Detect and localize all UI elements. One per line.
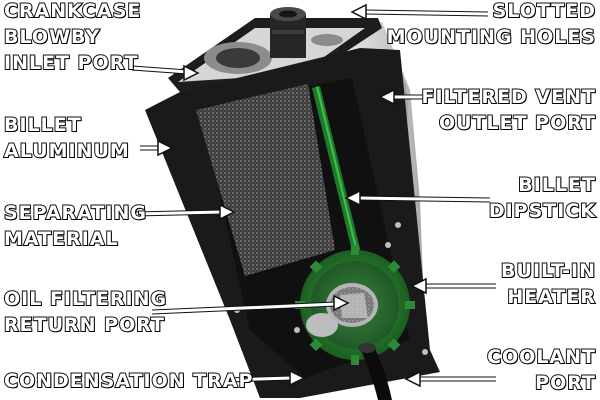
arrow-condensation bbox=[225, 369, 306, 387]
label-line: BILLET bbox=[517, 173, 596, 197]
label-line: DIPSTICK bbox=[488, 199, 596, 223]
label-line: BUILT-IN bbox=[500, 259, 596, 283]
arrow-heater bbox=[410, 277, 496, 295]
arrow-crankcase bbox=[131, 64, 200, 82]
label-coolant-port: COOLANT PORT bbox=[486, 344, 596, 396]
arrow-billet-aluminum bbox=[140, 139, 174, 157]
label-line: PORT bbox=[534, 371, 596, 395]
arrow-vent-outlet bbox=[378, 88, 428, 106]
label-line: OIL FILTERING bbox=[3, 287, 168, 311]
label-line: MATERIAL bbox=[3, 227, 119, 251]
label-built-in-heater: BUILT-IN HEATER bbox=[500, 258, 596, 310]
label-filtered-vent-outlet-port: FILTERED VENT OUTLET PORT bbox=[421, 84, 596, 136]
arrow-coolant bbox=[404, 370, 496, 388]
label-separating-material: SEPARATING MATERIAL bbox=[3, 200, 147, 252]
label-slotted-mounting-holes: SLOTTED MOUNTING HOLES bbox=[386, 0, 596, 50]
label-line: ALUMINUM bbox=[3, 139, 130, 163]
arrow-slotted bbox=[350, 3, 489, 21]
arrow-oil-return bbox=[151, 294, 350, 315]
oil-return-screen bbox=[326, 283, 378, 327]
label-line: RETURN PORT bbox=[3, 313, 165, 337]
label-condensation-trap: CONDENSATION TRAP bbox=[3, 368, 254, 394]
label-line: BILLET bbox=[3, 113, 82, 137]
label-line: SLOTTED bbox=[492, 0, 596, 23]
label-line: BLOWBY bbox=[3, 25, 101, 49]
label-line: FILTERED VENT bbox=[421, 85, 596, 109]
coolant-hose bbox=[358, 343, 392, 400]
callout-arrows bbox=[131, 3, 496, 388]
separating-material bbox=[196, 84, 335, 276]
label-line: COOLANT bbox=[486, 345, 596, 369]
label-line: CRANKCASE bbox=[3, 0, 142, 23]
label-line: INLET PORT bbox=[3, 51, 139, 75]
label-crankcase-blowby-inlet-port: CRANKCASE BLOWBY INLET PORT bbox=[3, 0, 142, 76]
label-billet-aluminum: BILLET ALUMINUM bbox=[3, 112, 130, 164]
arrow-dipstick bbox=[344, 189, 491, 207]
label-oil-filtering-return-port: OIL FILTERING RETURN PORT bbox=[3, 286, 168, 338]
label-line: CONDENSATION TRAP bbox=[3, 369, 254, 393]
label-line: SEPARATING bbox=[3, 201, 147, 225]
arrow-separating bbox=[134, 203, 236, 221]
label-line: MOUNTING HOLES bbox=[386, 25, 596, 49]
label-line: OUTLET PORT bbox=[438, 111, 596, 135]
vent-fitting bbox=[270, 7, 306, 58]
label-line: HEATER bbox=[506, 285, 596, 309]
label-billet-dipstick: BILLET DIPSTICK bbox=[488, 172, 596, 224]
